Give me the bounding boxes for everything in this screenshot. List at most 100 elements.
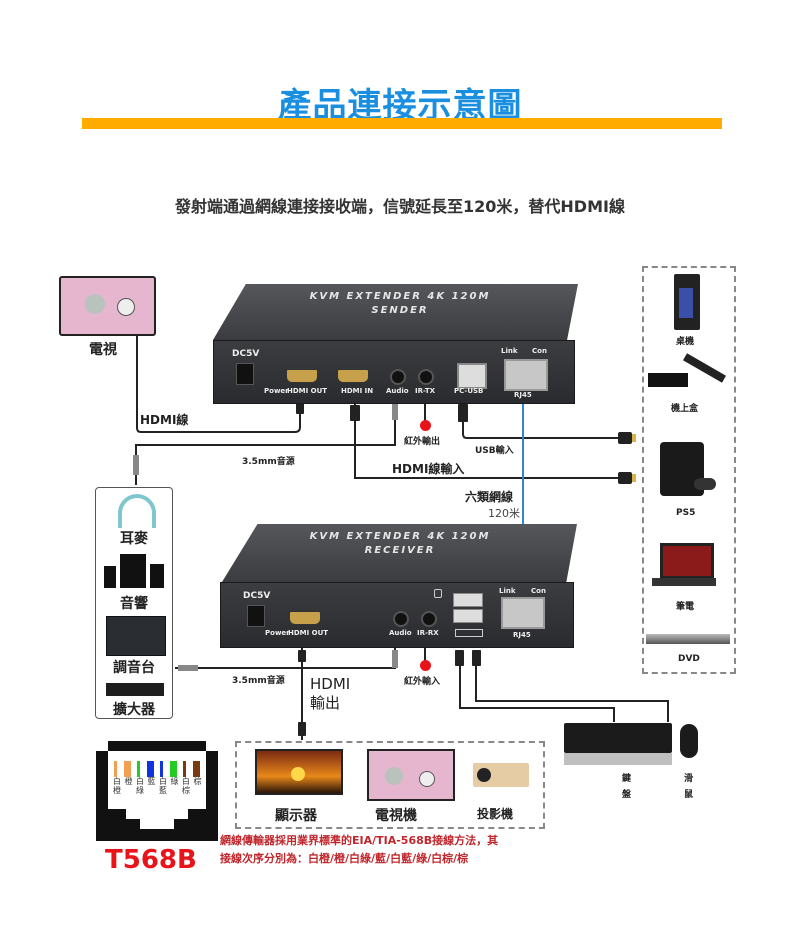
ir-rx-port	[421, 611, 437, 627]
pin-color-bar	[146, 761, 154, 777]
receiver-box-top	[222, 524, 577, 582]
cat6-length: 120米	[488, 507, 520, 520]
audio-device-label: 音響	[120, 596, 148, 612]
rj45-pin: 藍	[146, 761, 157, 786]
source-label: PS5	[676, 508, 696, 518]
tv-image	[59, 276, 156, 336]
pin-color-bar	[112, 761, 119, 777]
audio-device-label: 擴大器	[113, 702, 155, 718]
sender-name: SENDER	[371, 305, 429, 316]
hdmi-in-label: HDMI IN	[341, 387, 374, 395]
con-label: Con	[532, 347, 547, 355]
pin-label: 白綠	[136, 777, 144, 795]
hdmi-plug	[350, 405, 360, 421]
keyboard-label-1: 鍵	[622, 774, 632, 784]
pin-label: 棕	[193, 777, 202, 786]
monitor-image	[255, 749, 343, 795]
pin-color-bar	[192, 761, 200, 777]
display-label: 顯示器	[275, 808, 317, 824]
link-label: Link	[499, 587, 516, 595]
power-label: Power	[264, 387, 289, 395]
hdmi-plug-right	[618, 472, 632, 484]
sender-dc-label: DC5V	[232, 349, 260, 359]
dvd-image	[646, 634, 730, 644]
pin-color-bar	[181, 761, 188, 777]
rj45-port	[504, 359, 548, 391]
projector-image	[473, 763, 529, 787]
rj45-label: RJ45	[514, 391, 532, 399]
hdmi-out-port	[289, 611, 321, 625]
audio-cable-bottom	[175, 648, 396, 669]
rj45-port	[501, 597, 545, 629]
settop-box-image	[648, 373, 688, 387]
hdmi-cable-tv	[136, 335, 301, 433]
hdmi-in-cable	[354, 400, 625, 479]
audio-port	[390, 369, 406, 385]
laptop-image	[660, 543, 714, 579]
source-label: 筆電	[676, 602, 695, 612]
rj45-pin: 棕	[192, 761, 203, 786]
sender-model: KVM EXTENDER 4K 120M	[309, 291, 491, 302]
sender-device: DC5V Link Con Power HDMI OUT HDMI IN Aud…	[213, 340, 575, 404]
laptop-keyboard-image	[652, 578, 716, 586]
audio-top-label: 3.5mm音源	[242, 457, 295, 467]
source-devices-panel: 桌機 機上盒 PS5 筆電 DVD	[642, 266, 736, 674]
keyboard-cable	[459, 655, 615, 722]
audio-device-label: 耳麥	[120, 531, 148, 547]
ir-receiver	[420, 660, 431, 671]
hdmi-out-label: HDMI OUT	[288, 629, 329, 637]
displays-panel: 顯示器 電視機 投影機	[235, 741, 545, 829]
hdmi-plug	[298, 650, 306, 662]
pin-label: 藍	[147, 777, 156, 786]
keyboard-image	[564, 723, 672, 753]
pc-usb-label: PC-USB	[454, 387, 484, 395]
hdmi-in-cable-label: HDMI線輸入	[392, 462, 465, 476]
usb-plug	[472, 650, 481, 666]
pin-color-bar	[169, 761, 177, 777]
desktop-pc-image	[674, 274, 700, 330]
display-label: 投影機	[477, 807, 514, 821]
rj45-pin: 白棕	[181, 761, 191, 795]
rj45-pin: 綠	[169, 761, 180, 786]
pc-usb-port	[457, 363, 487, 389]
source-label: DVD	[678, 654, 700, 664]
rj45-label: RJ45	[513, 631, 531, 639]
usb-plug-right	[618, 432, 632, 444]
audio-label: Audio	[386, 387, 409, 395]
rj45-pinout-diagram: 白橙橙白綠藍白藍綠白棕棕	[96, 741, 218, 841]
mouse-label-2: 鼠	[684, 790, 694, 800]
ir-rx-label: IR-RX	[417, 629, 439, 637]
ir-tx-label: IR-TX	[415, 387, 436, 395]
t568b-note-line1: 網線傳輸器採用業界標準的EIA/TIA-568B接線方法，其	[220, 834, 499, 847]
pin-label: 綠	[170, 777, 179, 786]
headset-image	[118, 494, 156, 528]
keyboard-label-2: 盤	[622, 790, 632, 800]
hdmi-out-port	[286, 369, 318, 383]
t568b-title: T568B	[105, 845, 197, 875]
keyboard-icon	[455, 629, 483, 637]
usb-port-1	[453, 593, 483, 607]
dc-port	[236, 363, 254, 385]
pin-label: 白棕	[182, 777, 190, 795]
mouse-icon	[434, 589, 442, 598]
subtitle: 發射端通過網線連接接收端，信號延長至120米，替代HDMI線	[175, 197, 625, 216]
power-label: Power	[265, 629, 290, 637]
controller-image	[694, 478, 716, 490]
audio-bottom-label: 3.5mm音源	[232, 676, 285, 686]
ir-emitter	[420, 420, 431, 431]
link-label: Link	[501, 347, 518, 355]
usb-port-2	[453, 609, 483, 623]
receiver-name: RECEIVER	[364, 545, 436, 556]
speakers-image	[104, 554, 164, 588]
title-underline-bar	[82, 118, 722, 129]
audio-port	[393, 611, 409, 627]
mouse-cable	[475, 655, 669, 722]
display-label: 電視機	[375, 808, 417, 824]
sender-box-top	[213, 284, 578, 340]
pin-color-bar	[135, 761, 142, 777]
usb-plug	[458, 404, 468, 422]
ir-out-label: 紅外輸出	[404, 437, 441, 447]
hdmi-plug	[296, 402, 304, 414]
usb-in-cable	[462, 400, 625, 439]
